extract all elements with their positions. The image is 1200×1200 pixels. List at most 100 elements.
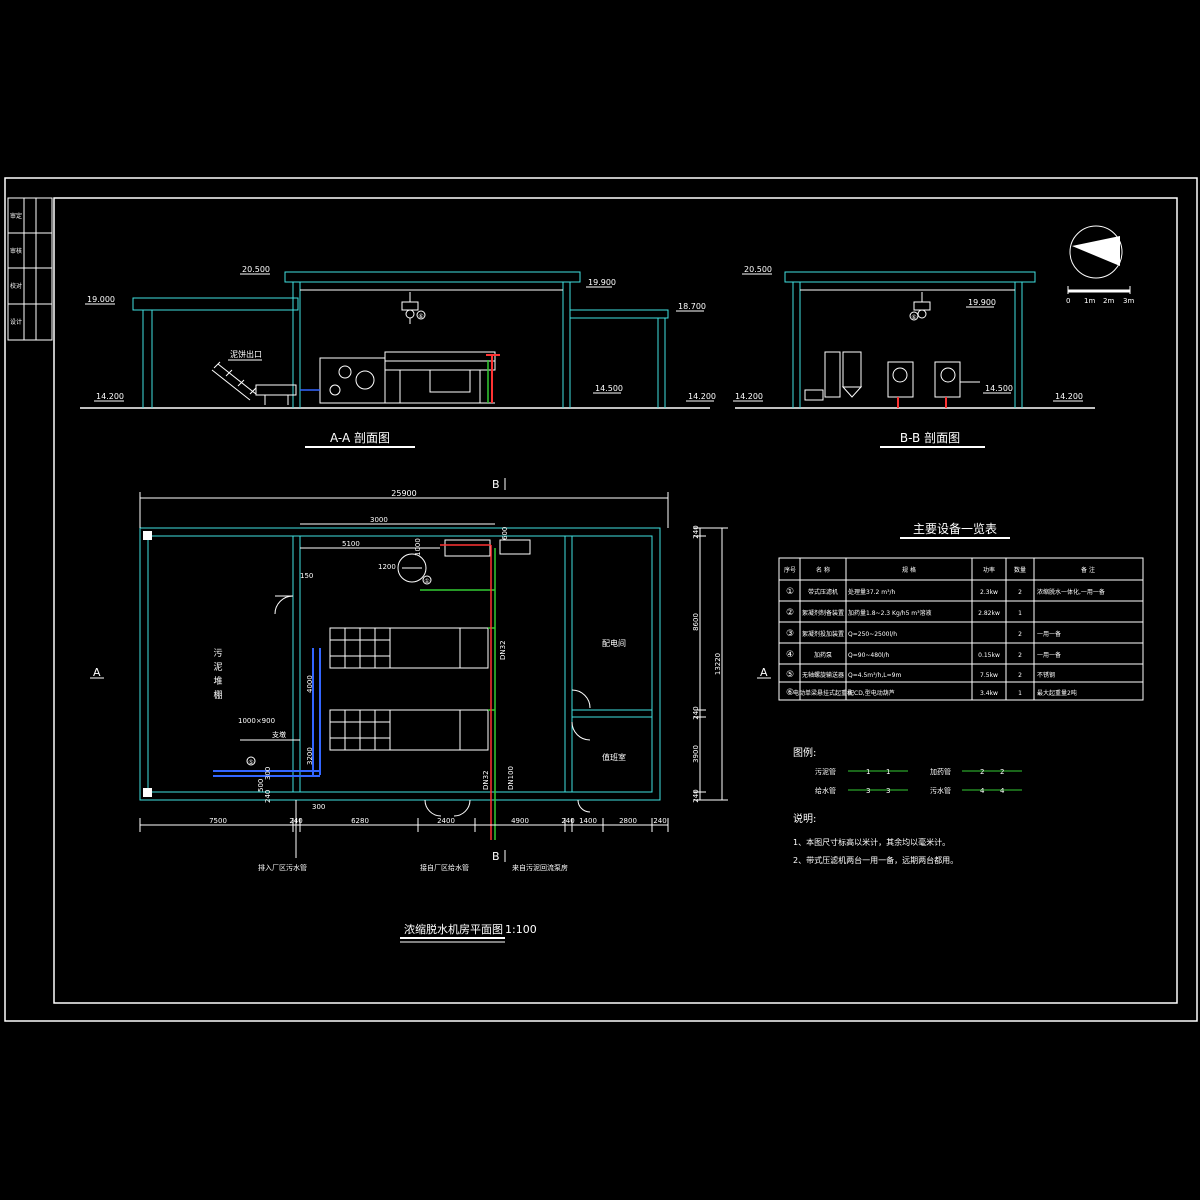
dim-bot-9: 240 [653, 817, 666, 825]
table-cell-qty-6: 1 [1018, 690, 1022, 697]
aa-elev-7: 14.200 [688, 392, 716, 401]
bb-hoist-marker: ⑥ [911, 314, 916, 321]
aa-elev-1: 20.500 [242, 265, 270, 274]
dim-misc-7: 300 [312, 803, 325, 811]
section-mark-b-bottom: B [492, 850, 500, 863]
section-mark-a-right: A [760, 666, 768, 679]
table-cell-qty-4: 2 [1018, 652, 1022, 659]
aa-title: A-A 剖面图 [330, 431, 390, 445]
dim-misc-5: 300 [264, 767, 272, 780]
bb-elev-5: 14.200 [1055, 392, 1083, 401]
section-bb: ⑥ 20.500 19.900 14.200 14.500 14.200 B-B… [733, 265, 1095, 448]
room-sludge-1: 污 [213, 647, 222, 659]
th-power: 功率 [983, 566, 995, 574]
table-cell-qty-5: 2 [1018, 672, 1022, 679]
dim-right-1: 240 [692, 525, 700, 538]
aa-elev-6: 14.500 [595, 384, 623, 393]
legend-code-1a: 1 [866, 768, 870, 776]
bb-elev-2: 19.900 [968, 298, 996, 307]
legend-label-4: 污水管 [930, 786, 951, 795]
dim-right-2: 8600 [692, 613, 700, 631]
aa-elev-5: 14.200 [96, 392, 124, 401]
table-cell-no-3: ③ [786, 629, 794, 639]
legend-label-1: 污泥管 [815, 767, 836, 776]
title-block-3: 校对 [10, 282, 22, 290]
table-cell-spec-3: Q=250~2500l/h [848, 631, 897, 638]
table-cell-qty-1: 2 [1018, 589, 1022, 596]
north-arrow-icon [1069, 225, 1123, 279]
scale-0: 0 [1066, 297, 1070, 305]
bb-elev-1: 20.500 [744, 265, 772, 274]
dim-right-5: 240 [692, 789, 700, 802]
pipe-dn32-b: DN32 [482, 770, 490, 790]
dim-bot-1: 7500 [209, 817, 227, 825]
title-block-1: 审定 [10, 212, 22, 220]
th-note: 备 注 [1081, 566, 1095, 574]
dim-misc-8: 1200 [378, 563, 396, 571]
table-cell-name-6: 电动单梁悬挂式起重机 [793, 689, 853, 697]
room-sludge-3: 堆 [213, 676, 222, 687]
belt-press-1 [329, 627, 489, 669]
table-cell-spec-5: Q=4.5m³/h,L=9m [848, 672, 901, 679]
aa-elev-2: 19.900 [588, 278, 616, 287]
callout-return: 来自污泥回流泵房 [512, 863, 568, 872]
table-cell-name-2: 絮凝剂制备装置 [802, 609, 844, 617]
dim-bot-6: 240 [561, 817, 574, 825]
dim-misc-1: 1000×900 [238, 717, 275, 725]
dim-right-total: 13220 [714, 653, 722, 675]
pipe-dn32-a: DN32 [499, 640, 507, 660]
title-block-2: 审核 [10, 247, 22, 255]
room-distribution: 配电间 [602, 638, 626, 648]
table-cell-no-6: ⑥ [786, 688, 794, 698]
dim-right-3: 240 [692, 706, 700, 719]
dim-misc-6: 240 [264, 790, 272, 803]
dim-top-5: 600 [501, 527, 509, 540]
legend-label-3: 给水管 [815, 786, 836, 795]
dim-bot-4: 2400 [437, 817, 455, 825]
bb-elev-4: 14.500 [985, 384, 1013, 393]
legend-code-2b: 2 [1000, 768, 1004, 776]
belt-press-2 [329, 709, 489, 751]
table-cell-power-6: 3.4kw [980, 690, 998, 697]
section-mark-b-top: B [492, 478, 500, 491]
dim-bot-8: 2800 [619, 817, 637, 825]
callout-water: 接自厂区给水管 [420, 863, 469, 872]
table-cell-no-5: ⑤ [786, 670, 794, 680]
pipe-dn100: DN100 [507, 766, 515, 790]
plan-view: 污 泥 堆 棚 配电间 值班室 DN32 DN32 DN100 ① ⑤ 1000… [90, 478, 771, 943]
table-cell-power-1: 2.3kw [980, 589, 998, 596]
legend-code-3b: 3 [886, 787, 890, 795]
notes: 说明: 1、本图尺寸标高以米计，其余均以毫米计。 2、带式压滤机两台一用一备，远… [793, 812, 958, 865]
scale-2: 2m [1103, 297, 1114, 305]
title-block: 审定 审核 校对 设计 [7, 197, 53, 341]
section-aa: ⑥ 泥饼出口 [80, 265, 716, 448]
dim-top-total: 25900 [391, 489, 416, 498]
table-cell-power-2: 2.82kw [978, 610, 1000, 617]
callout-drain: 排入厂区污水管 [258, 863, 307, 872]
equipment-table-title: 主要设备一览表 [913, 521, 997, 536]
dim-misc-2: 4000 [306, 675, 314, 693]
th-spec: 规 格 [902, 566, 916, 574]
aa-hoist-marker: ⑥ [418, 313, 423, 320]
table-cell-no-2: ② [786, 608, 794, 618]
dim-top-6: 150 [300, 572, 313, 580]
table-cell-spec-6: 配CD,型电动葫芦 [848, 689, 895, 697]
table-cell-spec-2: 加药量1.8~2.3 Kg/h5 m³溶液 [848, 609, 932, 617]
legend-code-4a: 4 [980, 787, 985, 795]
table-cell-power-4: 0.15kw [978, 652, 1000, 659]
aa-elev-4: 18.700 [678, 302, 706, 311]
callout-pier: 支墩 [272, 730, 286, 739]
legend-code-2a: 2 [980, 768, 984, 776]
notes-title: 说明: [793, 812, 816, 825]
plan-title: 浓缩脱水机房平面图 [404, 922, 503, 936]
scale-1: 1m [1084, 297, 1095, 305]
room-sludge-4: 棚 [213, 689, 222, 701]
inner-border [53, 197, 1178, 1004]
scale-bar: 0 1m 2m 3m [1066, 286, 1134, 305]
table-cell-no-4: ④ [786, 650, 794, 660]
legend-title: 图例: [793, 746, 816, 759]
table-cell-qty-2: 1 [1018, 610, 1022, 617]
aa-outlet-label: 泥饼出口 [230, 349, 262, 359]
dim-top-4: 1000 [414, 538, 422, 556]
plan-marker-5: ⑤ [248, 759, 253, 766]
